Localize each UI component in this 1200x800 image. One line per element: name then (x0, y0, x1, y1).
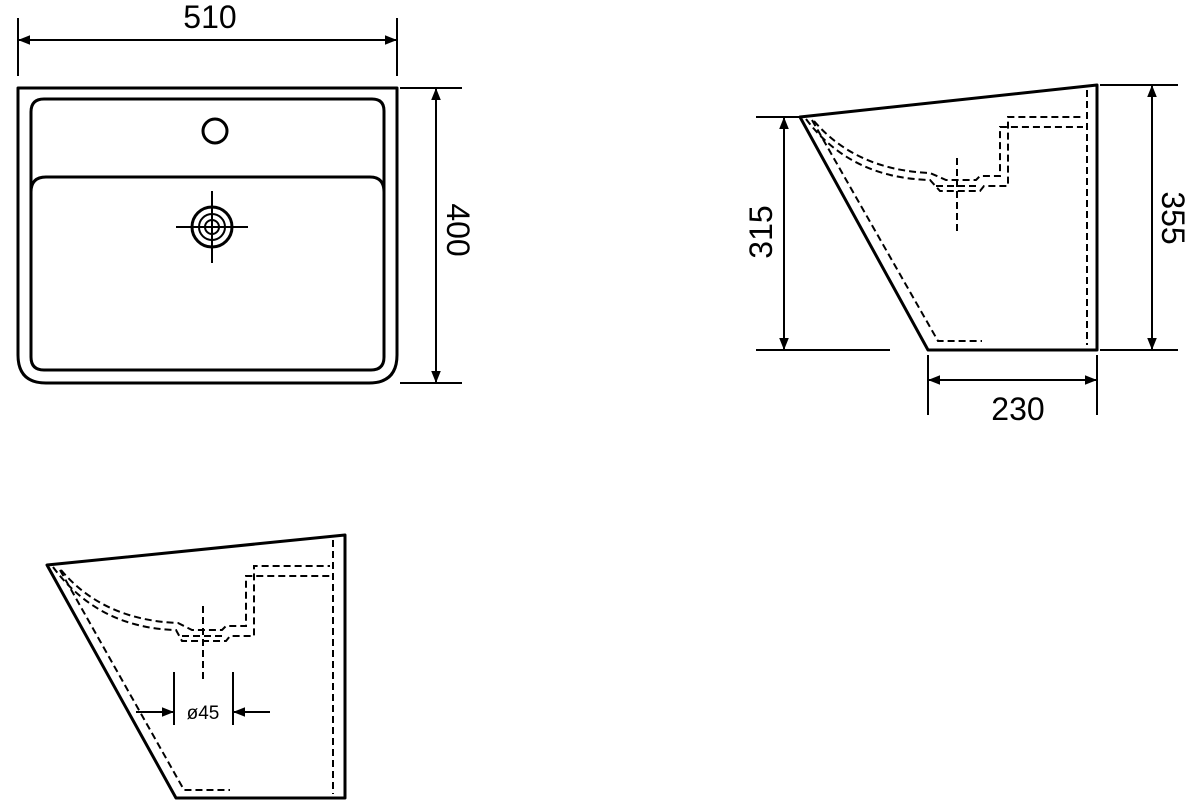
section-outline (45, 533, 347, 800)
side-inner-hidden-contour (811, 119, 982, 342)
drain-diameter-label: ø45 (187, 703, 220, 724)
total-height-label: 355 (1155, 191, 1191, 244)
width-label: 510 (183, 0, 236, 35)
front-height-label: 315 (743, 205, 779, 258)
basin-outer-outline (16, 86, 399, 385)
basin-bowl-edge (29, 175, 386, 194)
side-view: 315 355 230 (743, 83, 1191, 427)
side-bowl-curve-outer (805, 116, 1083, 192)
basin-inner-rim (29, 97, 386, 372)
section-bowl-curve-outer (52, 565, 330, 642)
side-bowl-curve-inner (813, 120, 1083, 181)
section-bowl-curve-inner (60, 569, 330, 631)
side-outline (798, 83, 1099, 352)
projection-label: 230 (991, 391, 1044, 427)
section-inner-hidden-contour (59, 569, 230, 791)
faucet-hole (201, 117, 229, 145)
depth-label: 400 (440, 203, 476, 256)
top-view: 510 400 (16, 0, 476, 385)
section-view: ø45 (45, 533, 347, 800)
drain-icon (176, 191, 248, 263)
